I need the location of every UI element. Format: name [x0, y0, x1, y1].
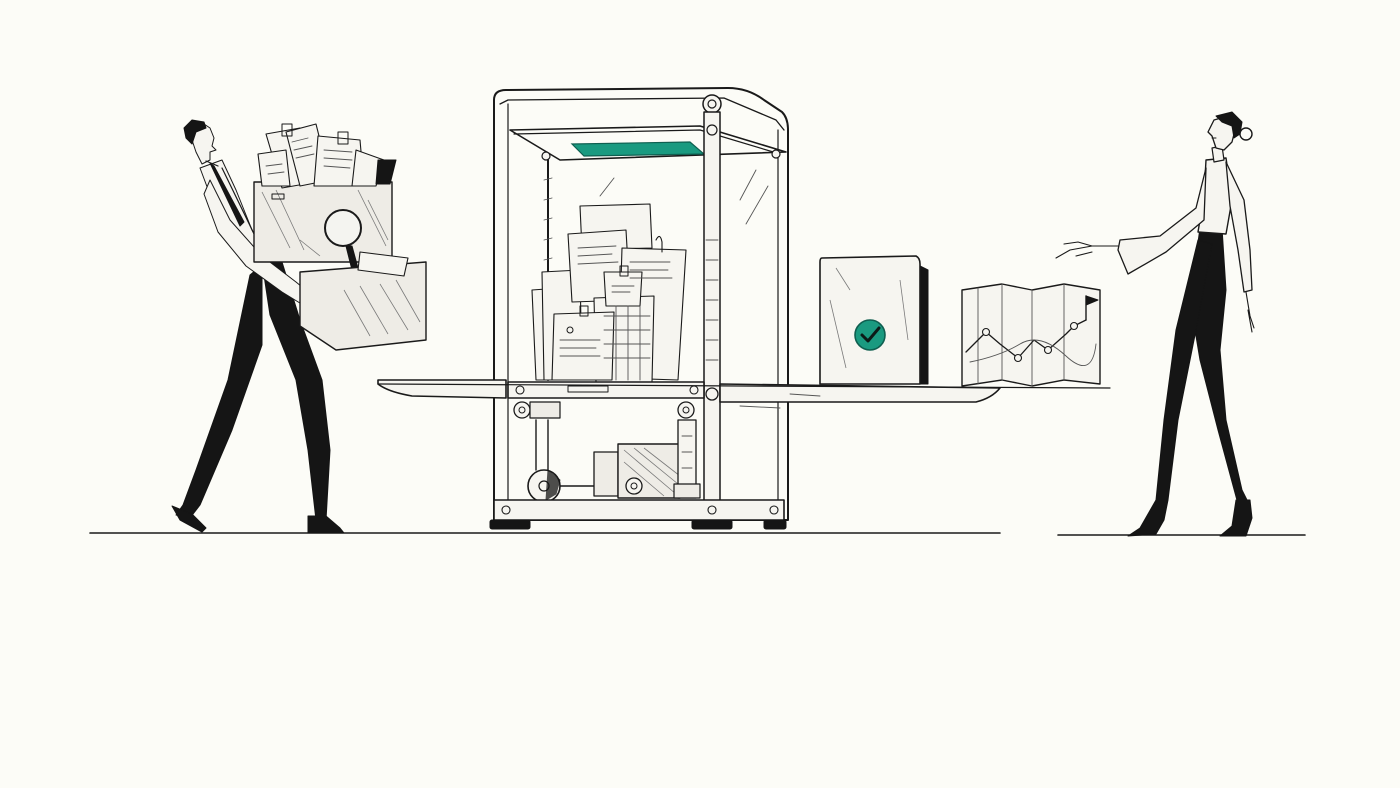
verified-folder [819, 255, 929, 385]
checkmark-icon [854, 319, 886, 351]
folded-map [961, 283, 1101, 387]
ground-line [89, 532, 1306, 536]
scanning-machine [377, 87, 1111, 530]
woman-receiving [1055, 111, 1255, 537]
flag-icon [1085, 295, 1099, 321]
documents-stack [531, 203, 687, 383]
conveyor-belt [377, 379, 1111, 409]
scanner-plate [570, 141, 706, 157]
upper-box [253, 123, 397, 271]
magnifier-icon [324, 209, 362, 271]
gear-mechanism [513, 401, 701, 503]
lower-box [299, 251, 427, 351]
man-carrying-boxes [171, 119, 427, 534]
